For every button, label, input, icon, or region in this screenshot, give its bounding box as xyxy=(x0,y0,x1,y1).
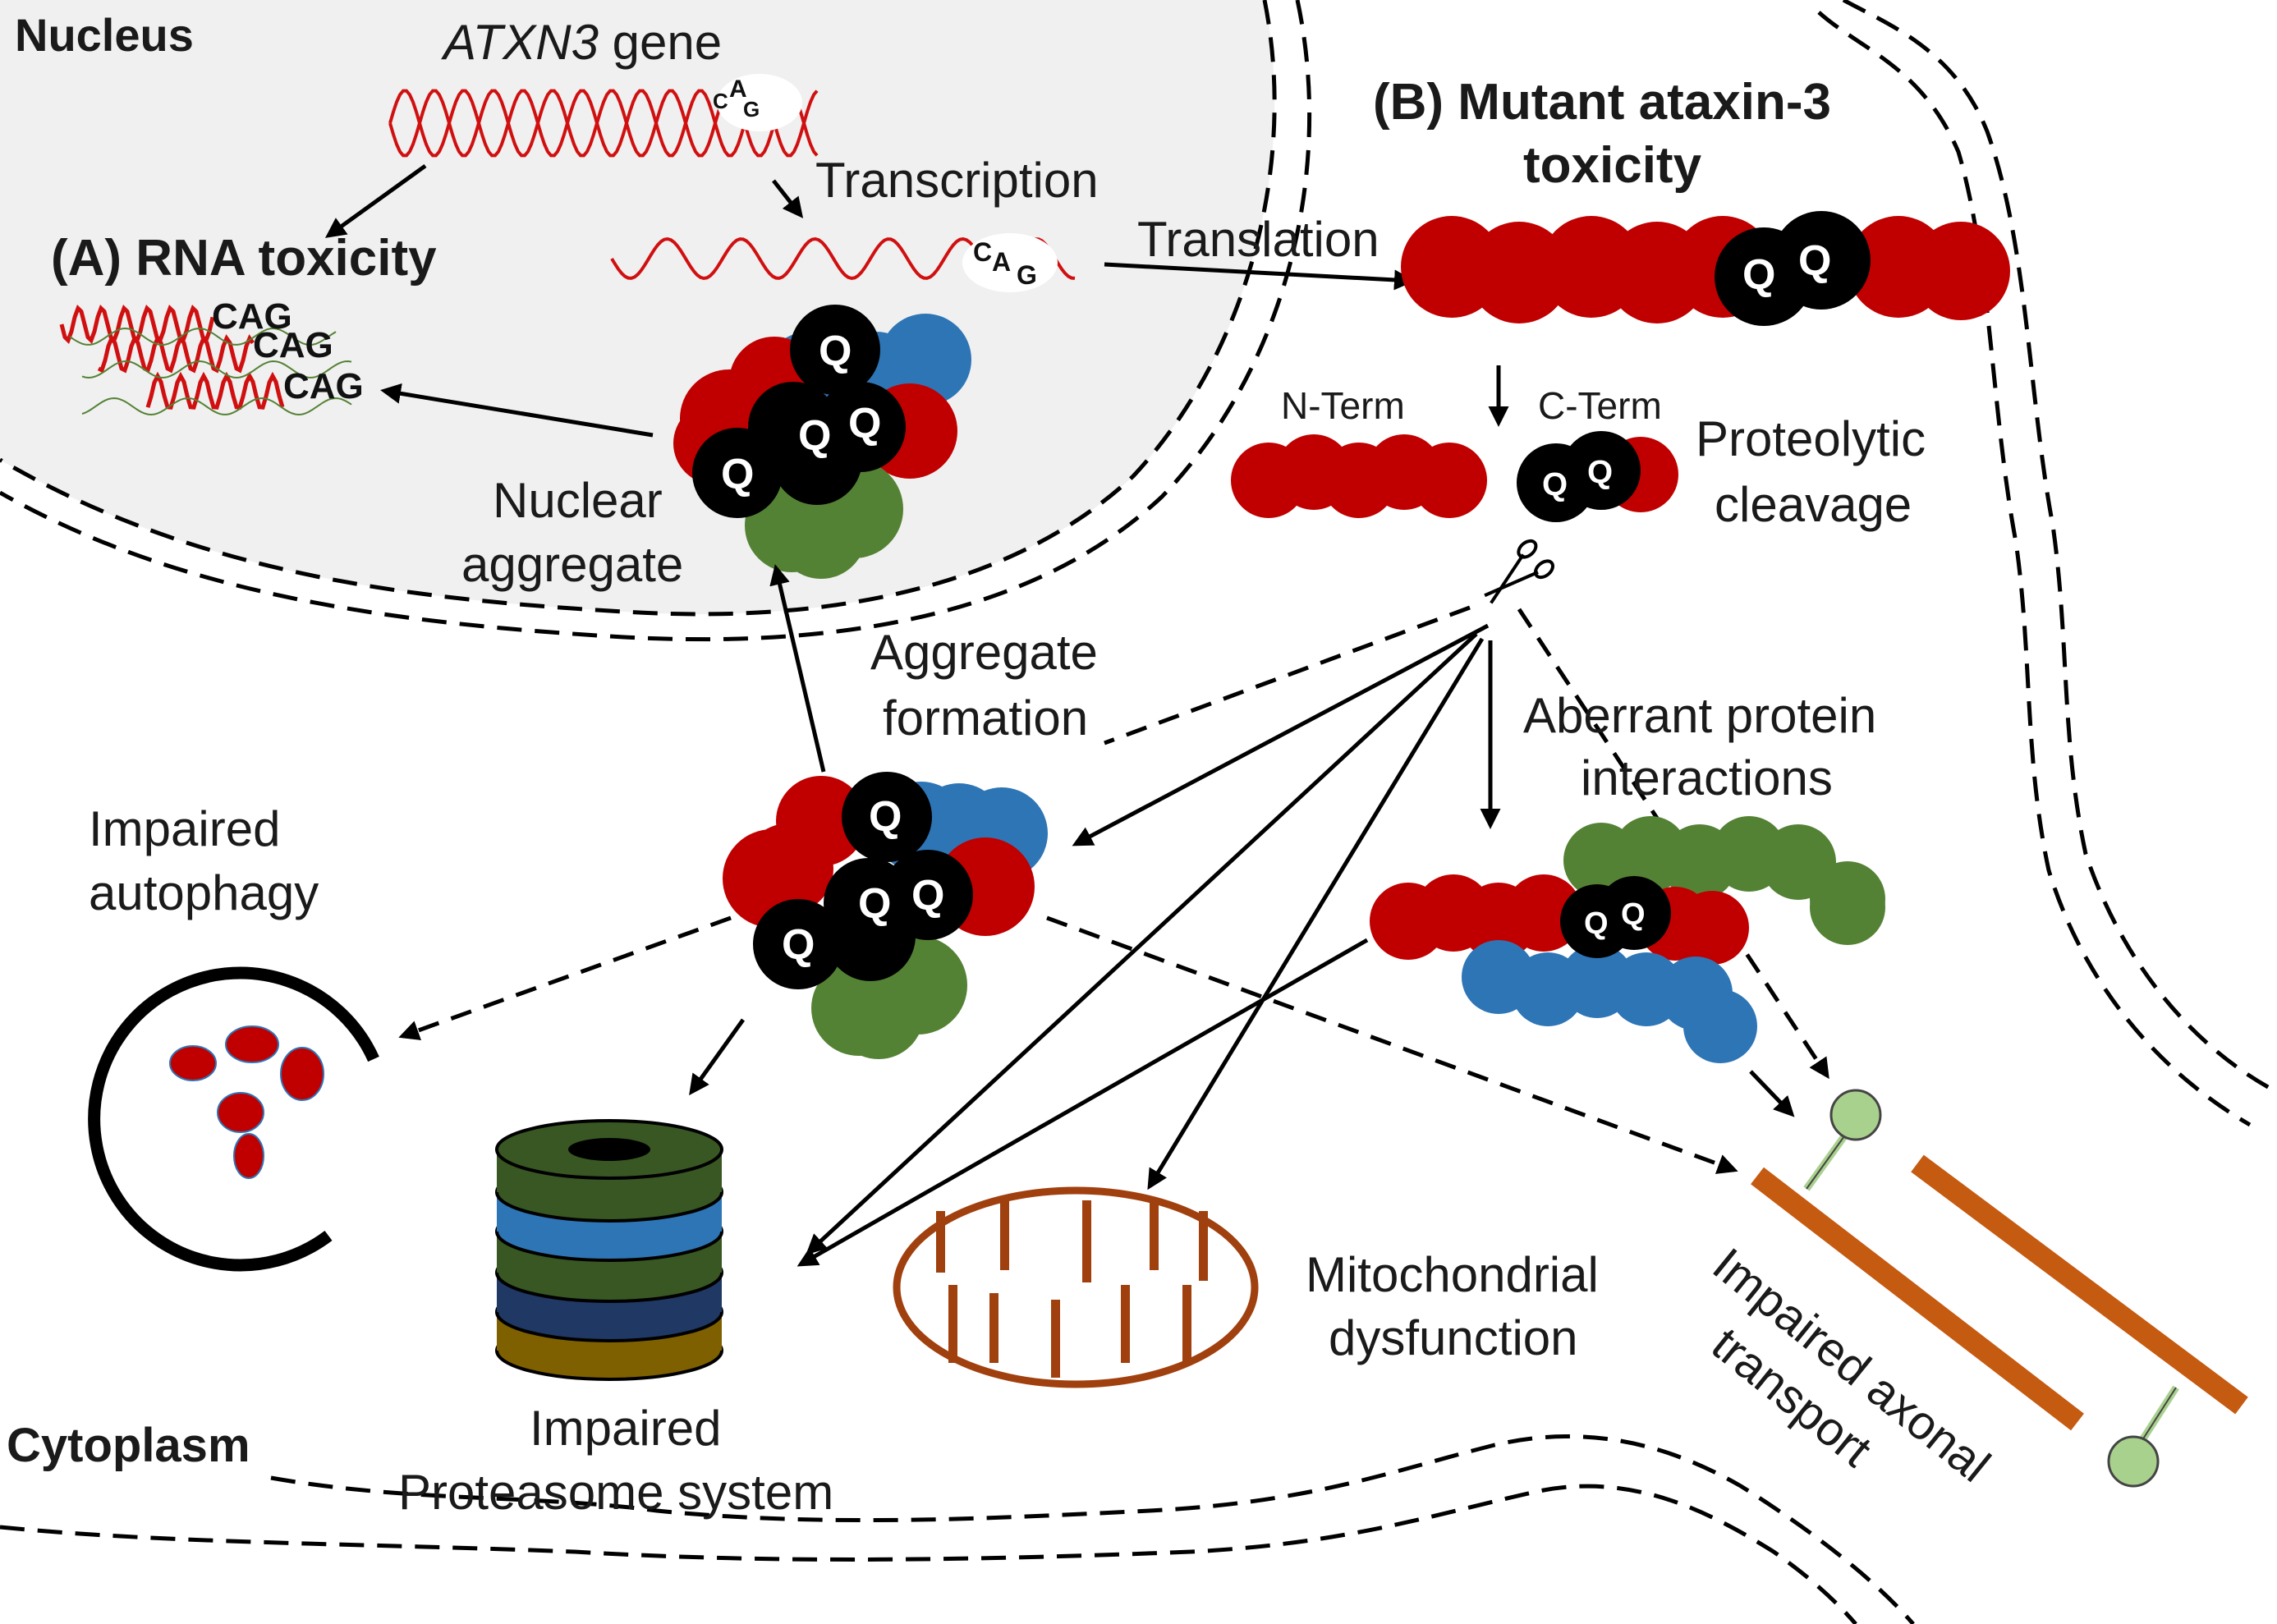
polyq-residue: Q xyxy=(911,872,944,920)
arrow-gene-to-mrna xyxy=(772,179,804,218)
aggregate-formation-label-line1: Aggregate xyxy=(870,625,1098,680)
n-term-label: N-Term xyxy=(1281,384,1405,427)
rna-repeat-2: CAG xyxy=(253,325,333,365)
autophagosome-icon xyxy=(88,966,379,1272)
polyq-residue: Q xyxy=(782,921,815,969)
rna-repeat-1: CAG xyxy=(212,296,292,337)
cytoplasm-label: Cytoplasm xyxy=(7,1419,250,1472)
translation-label: Translation xyxy=(1137,212,1380,267)
mutant-toxicity-title-line1: (B) Mutant ataxin-3 xyxy=(1373,74,1831,131)
autophagy-label-line1: Impaired xyxy=(89,801,280,856)
nuclear-aggregate-label-line1: Nuclear xyxy=(493,473,663,528)
arrow-cleavage-to-mitochondrion xyxy=(1147,637,1485,1190)
arrow-cleavage-to-autophagy-dashed xyxy=(1104,605,1471,745)
polyq-residue: Q xyxy=(1584,906,1609,941)
arrow-aggregate-to-nucleus xyxy=(769,564,826,773)
mitochondrial-label-line2: dysfunction xyxy=(1329,1310,1578,1365)
scissors-icon xyxy=(1484,539,1554,604)
arrow-gene-to-rna-toxicity xyxy=(324,163,427,238)
polyq-residue: Q xyxy=(848,400,881,447)
gene-repeat-g: G xyxy=(743,97,760,122)
polyq-residue: Q xyxy=(869,793,902,841)
rna-toxicity-title: (A) RNA toxicity xyxy=(51,230,437,287)
aberrant-interactions-label-line1: Aberrant protein xyxy=(1523,688,1876,743)
polyq-residue: Q xyxy=(721,451,754,498)
mutant-toxicity-title-line2: toxicity xyxy=(1523,137,1702,194)
microtubule-motor-icon xyxy=(1751,1089,2248,1488)
arrow-interactions-to-axonal xyxy=(1749,1070,1795,1117)
mrna-strand-icon: C A G xyxy=(610,233,1076,292)
arrow-cleavage-to-proteasome xyxy=(806,632,1478,1255)
arrow-interactions-to-proteasome xyxy=(796,938,1369,1267)
arrow-cleavage-to-aggregate xyxy=(1072,623,1490,846)
mrna-repeat-a: A xyxy=(992,247,1011,277)
proteasome-label-line1: Impaired xyxy=(530,1401,721,1456)
nuclear-aggregate-label-line2: aggregate xyxy=(461,537,683,592)
polyq-residue: Q xyxy=(858,880,891,928)
polyq-residue: Q xyxy=(1542,466,1568,502)
arrow-aggregate-to-proteasome xyxy=(689,1018,746,1096)
proteasome-icon xyxy=(495,1119,723,1381)
arrow-aggregate-to-axonal-dashed xyxy=(1046,915,1738,1174)
mitochondrion-icon xyxy=(893,1186,1259,1388)
nuclear-membrane-outer xyxy=(0,0,1312,642)
aberrant-interaction-complex: Q Q xyxy=(1370,816,1885,1063)
proteasome-label-line2: Proteasome system xyxy=(398,1465,833,1520)
arrow-aggregate-to-autophagy-dashed xyxy=(398,915,732,1040)
mrna-repeat-g: G xyxy=(1017,260,1037,290)
aggregate-formation-label-line2: formation xyxy=(883,690,1088,745)
mrna-repeat-c: C xyxy=(973,237,992,267)
polyq-residue: Q xyxy=(819,328,852,375)
full-length-mutant-ataxin3: Q Q xyxy=(1401,211,2010,326)
c-terminal-fragment: Q Q xyxy=(1517,431,1678,522)
gene-repeat-a: A xyxy=(729,76,747,103)
polyq-residue: Q xyxy=(798,412,831,460)
nucleus xyxy=(0,0,1312,642)
nucleus-label: Nucleus xyxy=(15,9,194,61)
polyq-residue: Q xyxy=(1621,897,1646,932)
n-terminal-fragment xyxy=(1231,434,1487,518)
arrow-aggregate-to-rna xyxy=(380,383,654,438)
rna-repeat-3: CAG xyxy=(283,366,364,406)
mitochondrial-label-line1: Mitochondrial xyxy=(1306,1247,1599,1302)
dna-helix-icon: C A G xyxy=(388,74,819,158)
cleavage-label-line1: Proteolytic xyxy=(1696,411,1926,466)
aberrant-interactions-label-line2: interactions xyxy=(1581,750,1833,805)
gene-repeat-c: C xyxy=(713,89,728,113)
autophagy-label-line2: autophagy xyxy=(89,865,319,920)
nuclear-membrane-inner xyxy=(0,0,1277,617)
nuclear-aggregate: Q Q Q Q xyxy=(673,305,971,579)
gene-label: ATXN3 gene xyxy=(441,15,722,70)
transcription-label: Transcription xyxy=(815,153,1099,208)
c-term-label: C-Term xyxy=(1538,384,1662,427)
polyq-residue: Q xyxy=(1742,251,1775,299)
cytoplasmic-aggregate: Q Q Q Q xyxy=(723,772,1048,1059)
arrow-mrna-to-protein xyxy=(1104,262,1415,291)
polyq-residue: Q xyxy=(1587,454,1613,490)
polyq-residue: Q xyxy=(1798,237,1831,285)
rna-toxicity-strands: CAG CAG CAG xyxy=(59,296,364,416)
cleavage-label-line2: cleavage xyxy=(1715,477,1912,532)
